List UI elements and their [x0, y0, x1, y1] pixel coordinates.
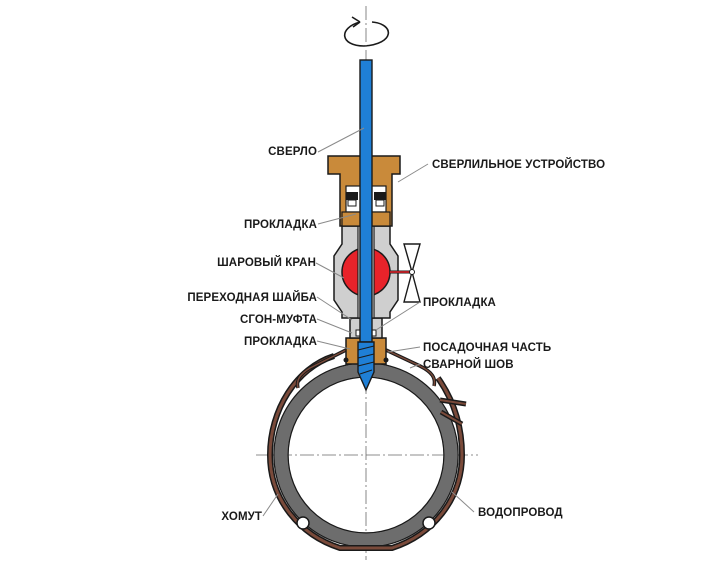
valve-handle-icon — [403, 243, 421, 275]
ball-valve — [333, 225, 421, 319]
leader-drive-coupling — [316, 318, 353, 334]
leader-clamp — [262, 493, 279, 517]
leader-gasket-top — [317, 213, 357, 225]
bearing-left — [346, 192, 358, 200]
rotation-arrow-icon — [343, 16, 390, 47]
weld-seam-right — [383, 357, 389, 363]
label-gasket-bottom: ПРОКЛАДКА — [244, 336, 317, 348]
label-adapter-washer: ПЕРЕХОДНАЯ ШАЙБА — [187, 291, 317, 304]
label-drilling-device: СВЕРЛИЛЬНОЕ УСТРОЙСТВО — [432, 158, 605, 171]
leader-gasket-right — [375, 301, 421, 331]
leader-drill — [317, 127, 365, 153]
label-clamp: ХОМУТ — [221, 511, 262, 523]
label-weld-seam: СВАРНОЙ ШОВ — [423, 358, 514, 371]
leader-ball-valve — [315, 262, 345, 279]
weld-seam-left — [343, 357, 349, 363]
label-gasket-right: ПРОКЛАДКА — [423, 297, 496, 309]
drill-bit — [357, 341, 375, 392]
leader-gasket-bottom — [316, 340, 351, 350]
bearing-right — [374, 192, 386, 200]
label-gasket-top: ПРОКЛАДКА — [244, 219, 317, 231]
leader-water-pipe — [451, 491, 475, 513]
label-landing-part: ПОСАДОЧНАЯ ЧАСТЬ — [423, 342, 551, 354]
label-drive-coupling: СГОН-МУФТА — [240, 314, 317, 326]
leader-adapter-washer — [316, 296, 353, 321]
drill — [357, 59, 375, 392]
leader-drilling-device — [397, 163, 429, 183]
label-ball-valve: ШАРОВЫЙ КРАН — [217, 256, 316, 269]
clamp — [266, 353, 467, 551]
label-water-pipe: ВОДОПРОВОД — [478, 507, 563, 519]
landing-part — [295, 348, 437, 389]
leader-landing-part — [387, 346, 421, 353]
label-drill: СВЕРЛО — [268, 146, 317, 158]
leader-weld-seam — [409, 363, 421, 369]
